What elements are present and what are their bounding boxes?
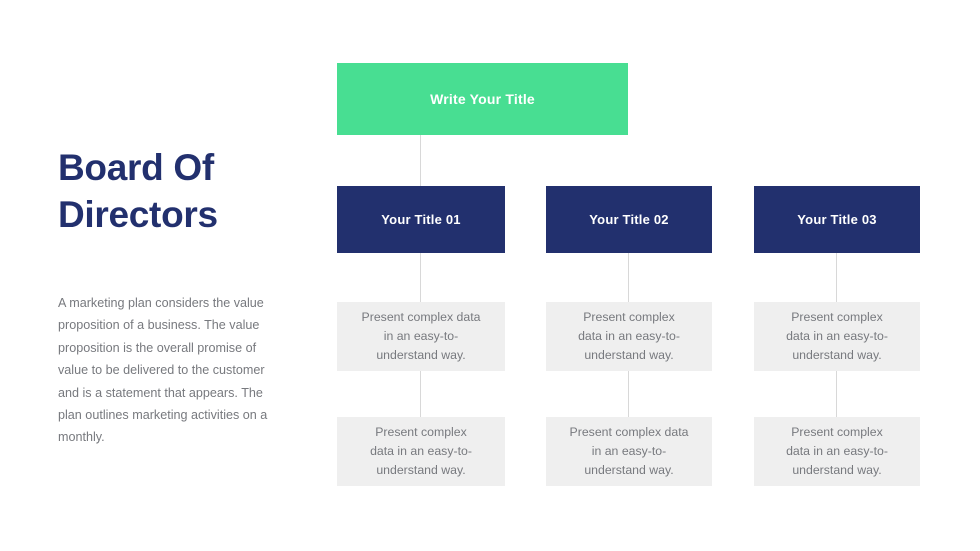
content-node-text-column-1-row-2: Present complex data in an easy-to- unde… — [370, 424, 472, 478]
page-title: Board Of Directors — [58, 147, 218, 235]
title-node-label-column-1: Your Title 01 — [381, 212, 461, 227]
content-node-column-1-row-2[interactable]: Present complex data in an easy-to- unde… — [337, 417, 505, 486]
connector-column-2-row-1-to-row-2 — [628, 371, 629, 417]
body-paragraph: A marketing plan considers the value pro… — [58, 296, 268, 445]
connector-column-1-title-to-row-1 — [420, 253, 421, 302]
content-node-column-3-row-2[interactable]: Present complex data in an easy-to- unde… — [754, 417, 920, 486]
title-node-column-2[interactable]: Your Title 02 — [546, 186, 712, 253]
connector-column-2-title-to-row-1 — [628, 253, 629, 302]
content-node-text-column-3-row-2: Present complex data in an easy-to- unde… — [786, 424, 888, 478]
content-node-text-column-1-row-1: Present complex data in an easy-to- unde… — [361, 309, 481, 363]
content-node-column-1-row-1[interactable]: Present complex data in an easy-to- unde… — [337, 302, 505, 371]
content-node-column-2-row-2[interactable]: Present complex data in an easy-to- unde… — [546, 417, 712, 486]
title-node-label-column-3: Your Title 03 — [797, 212, 877, 227]
content-node-column-2-row-1[interactable]: Present complex data in an easy-to- unde… — [546, 302, 712, 371]
root-node-write-your-title[interactable]: Write Your Title — [337, 63, 628, 135]
title-node-column-1[interactable]: Your Title 01 — [337, 186, 505, 253]
title-node-label-column-2: Your Title 02 — [589, 212, 669, 227]
content-node-text-column-3-row-1: Present complex data in an easy-to- unde… — [786, 309, 888, 363]
connector-column-3-row-1-to-row-2 — [836, 371, 837, 417]
title-node-column-3[interactable]: Your Title 03 — [754, 186, 920, 253]
content-node-column-3-row-1[interactable]: Present complex data in an easy-to- unde… — [754, 302, 920, 371]
left-panel: Board Of Directors — [58, 145, 298, 238]
connector-root-to-column-1 — [420, 135, 421, 186]
connector-column-3-title-to-row-1 — [836, 253, 837, 302]
root-node-label: Write Your Title — [430, 91, 535, 107]
content-node-text-column-2-row-2: Present complex data in an easy-to- unde… — [569, 424, 689, 478]
content-node-text-column-2-row-1: Present complex data in an easy-to- unde… — [578, 309, 680, 363]
connector-column-1-row-1-to-row-2 — [420, 371, 421, 417]
